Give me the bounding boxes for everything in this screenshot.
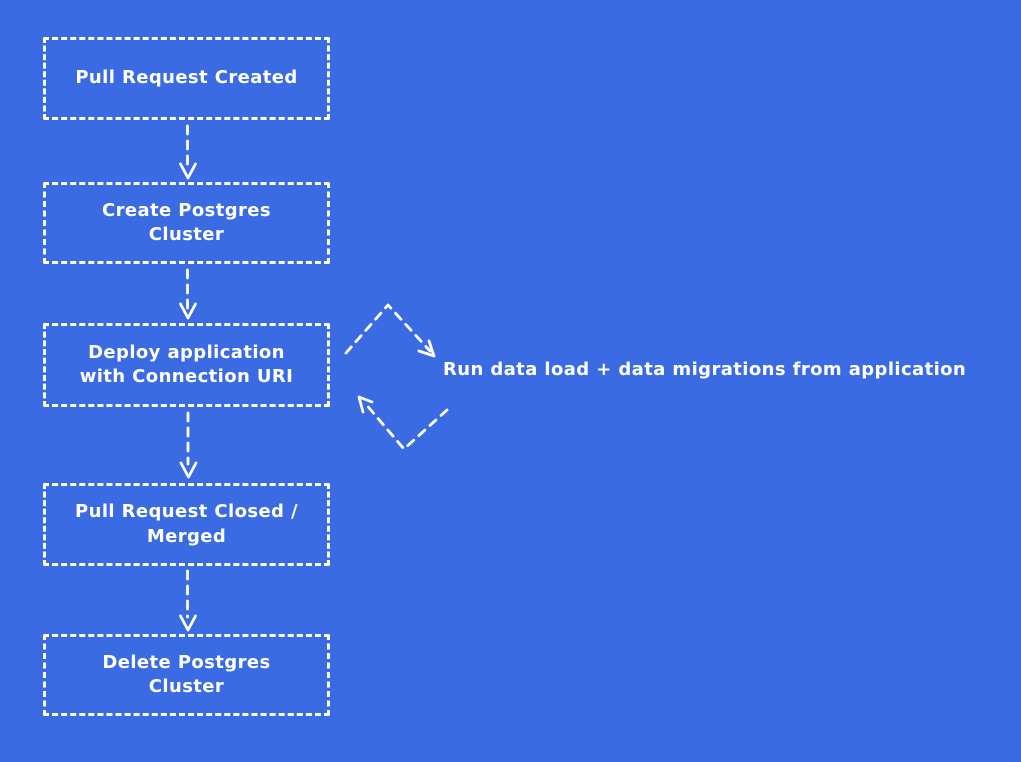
- arrow-created-to-cluster: [179, 124, 197, 180]
- node-label: Deploy application with Connection URI: [79, 341, 294, 387]
- node-create-postgres-cluster: Create Postgres Cluster: [43, 182, 330, 264]
- arrow-cluster-to-deploy: [179, 268, 197, 320]
- annotation-run-data-load: Run data load + data migrations from app…: [443, 359, 967, 380]
- node-label: Delete Postgres Cluster: [102, 651, 271, 697]
- node-pull-request-closed: Pull Request Closed / Merged: [43, 483, 330, 566]
- node-label: Pull Request Created: [75, 67, 298, 89]
- arrow-run-data-to-deploy: [357, 395, 449, 451]
- arrow-closed-to-delete: [179, 569, 197, 632]
- node-label: Pull Request Closed / Merged: [75, 501, 298, 547]
- node-pull-request-created: Pull Request Created: [43, 37, 330, 120]
- node-label: Create Postgres Cluster: [101, 199, 272, 245]
- arrow-deploy-to-run-data: [344, 303, 436, 358]
- node-delete-postgres-cluster: Delete Postgres Cluster: [43, 634, 330, 716]
- arrow-deploy-to-closed: [179, 411, 198, 479]
- node-deploy-application: Deploy application with Connection URI: [43, 323, 330, 407]
